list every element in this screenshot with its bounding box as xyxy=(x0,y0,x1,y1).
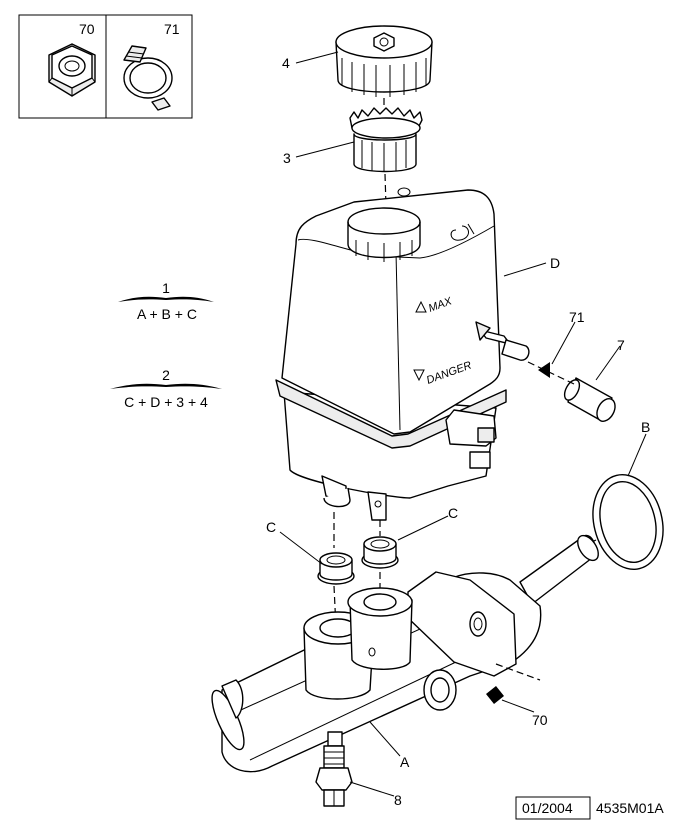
leader-70 xyxy=(501,699,535,713)
inset-label-71: 71 xyxy=(164,21,180,37)
leader-7 xyxy=(595,345,621,381)
kit-formula-1: A + B + C xyxy=(137,306,197,322)
pressure-switch xyxy=(315,745,353,807)
leader-A xyxy=(369,721,401,757)
kit-note-1: 1 A + B + C xyxy=(118,280,214,322)
kit-number-2: 2 xyxy=(162,367,170,383)
label-70: 70 xyxy=(532,712,548,728)
leader-D xyxy=(503,262,547,277)
level-sensor xyxy=(563,377,616,422)
footer-reference: 01/2004 4535M01A xyxy=(515,796,664,820)
label-3: 3 xyxy=(283,150,291,166)
footer-code: 4535M01A xyxy=(596,800,664,816)
label-71: 71 xyxy=(569,309,585,325)
label-B: B xyxy=(641,419,650,435)
leader-71 xyxy=(551,321,576,365)
seal-ring xyxy=(592,474,664,570)
hose-clamp-icon xyxy=(123,45,173,111)
grommet-right xyxy=(361,536,399,569)
level-sensor-wire xyxy=(475,321,530,361)
leader-4 xyxy=(295,51,339,64)
leader-B xyxy=(627,433,647,477)
arrow-70 xyxy=(486,686,504,704)
label-8: 8 xyxy=(394,792,402,808)
label-C-left: C xyxy=(266,519,276,535)
master-cylinder xyxy=(211,534,599,773)
footer-date: 01/2004 xyxy=(522,800,573,816)
leader-3 xyxy=(295,141,355,158)
label-4: 4 xyxy=(282,55,290,71)
hex-nut-icon xyxy=(48,43,96,97)
axis-line-70 xyxy=(495,663,541,681)
arrow-71 xyxy=(538,362,550,378)
inset-label-70: 70 xyxy=(79,21,95,37)
brake-fluid-reservoir: MAX DANGER xyxy=(275,187,507,521)
label-A: A xyxy=(400,754,410,770)
kit-formula-2: C + D + 3 + 4 xyxy=(124,394,208,410)
axis-line-sensor xyxy=(527,361,575,385)
kit-number-1: 1 xyxy=(162,280,170,296)
label-D: D xyxy=(550,255,560,271)
label-C-right: C xyxy=(448,505,458,521)
reservoir-cap xyxy=(335,25,433,97)
leader-8 xyxy=(349,781,395,797)
grommet-left xyxy=(317,552,355,585)
kit-note-2: 2 C + D + 3 + 4 xyxy=(110,367,222,410)
inset-box: 70 71 xyxy=(18,14,193,119)
label-7: 7 xyxy=(617,337,625,353)
leader-C-right xyxy=(397,515,449,541)
filter-strainer xyxy=(349,107,423,173)
leader-C-left xyxy=(279,531,323,565)
